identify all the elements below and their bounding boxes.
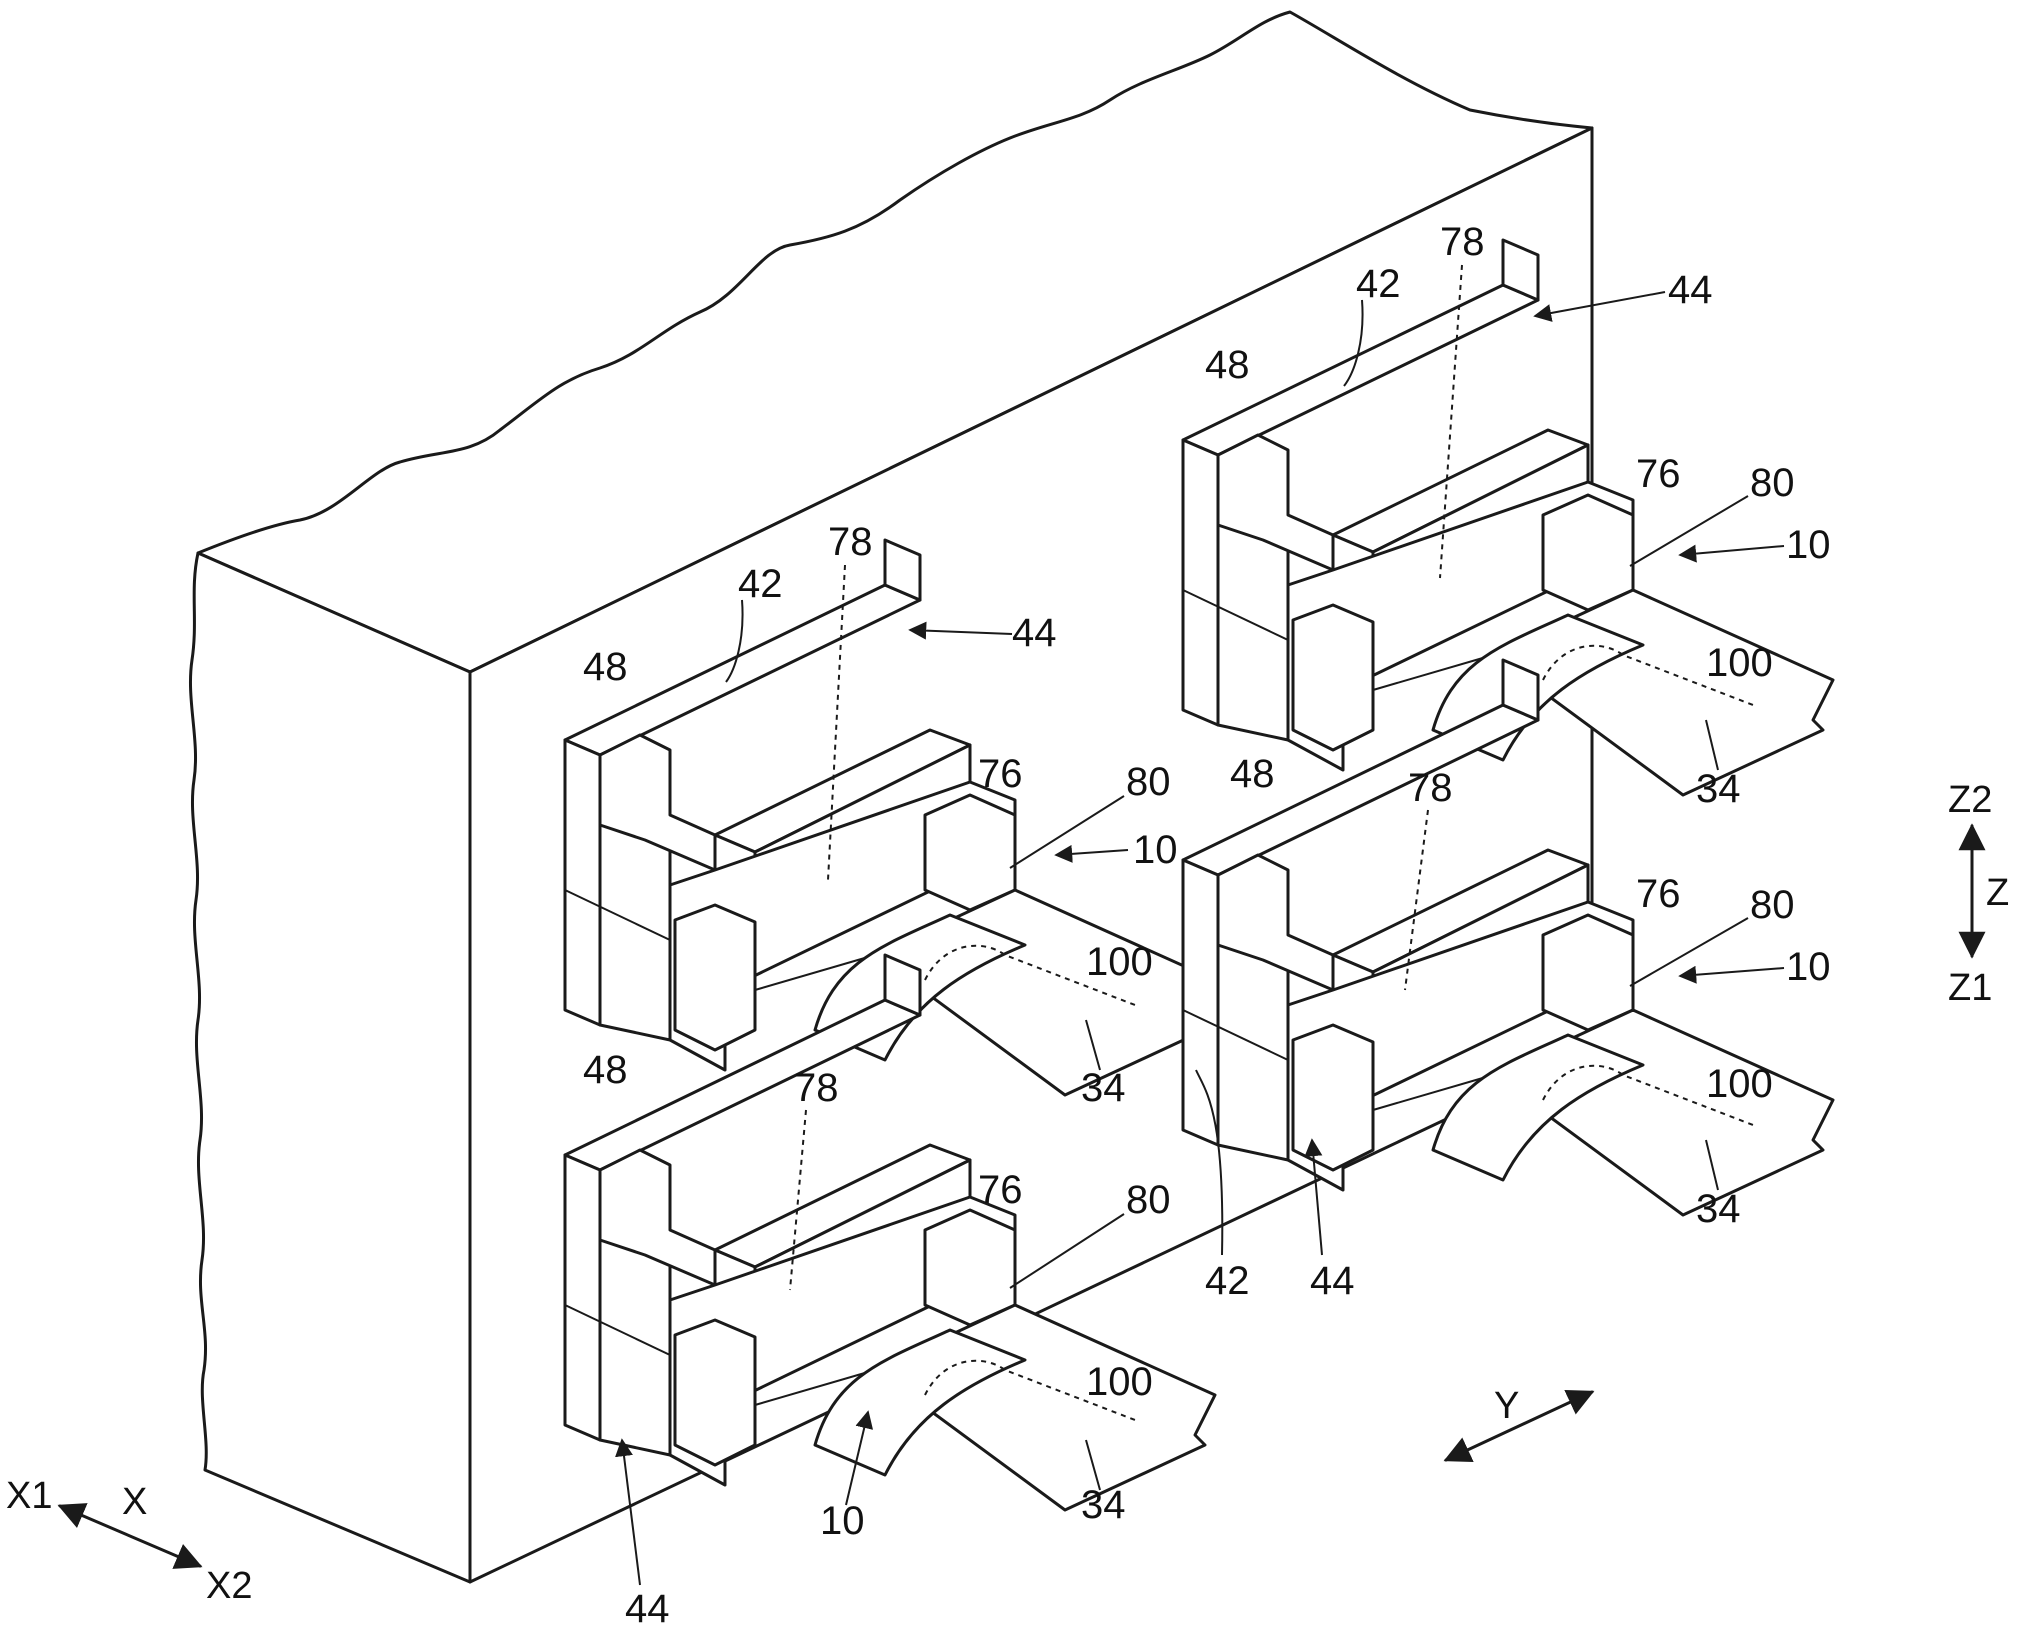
label-holder: 48 bbox=[583, 645, 628, 689]
label-cable: 34 bbox=[1696, 1187, 1741, 1231]
label-block: 76 bbox=[978, 752, 1023, 796]
label-marker: 100 bbox=[1706, 1062, 1773, 1106]
block-76 bbox=[1543, 915, 1633, 1030]
label-cap: 80 bbox=[1750, 883, 1795, 927]
holder-side-face bbox=[565, 740, 600, 1025]
panel-left-face bbox=[190, 553, 470, 1582]
inner-slot-block bbox=[1293, 1025, 1373, 1170]
label-tip: 78 bbox=[794, 1066, 839, 1110]
label-tip: 78 bbox=[1408, 766, 1453, 810]
label-connector: 10 bbox=[1786, 945, 1831, 989]
label-holder: 48 bbox=[583, 1048, 628, 1092]
axis-z-name-label: Z bbox=[1986, 872, 2009, 914]
axis-x-neg-label: X2 bbox=[206, 1565, 252, 1607]
label-block: 76 bbox=[1636, 872, 1681, 916]
axis-y-name-label: Y bbox=[1494, 1385, 1519, 1427]
label-connector: 10 bbox=[1786, 523, 1831, 567]
holder-side-face bbox=[565, 1155, 600, 1440]
label-marker: 100 bbox=[1086, 1360, 1153, 1404]
label-holder: 48 bbox=[1205, 343, 1250, 387]
axis-x-pos-label: X1 bbox=[6, 1475, 52, 1517]
label-cap: 80 bbox=[1750, 461, 1795, 505]
label-slot: 42 bbox=[738, 562, 783, 606]
label-marker: 100 bbox=[1086, 940, 1153, 984]
label-slot: 42 bbox=[1205, 1259, 1250, 1303]
label-cap: 80 bbox=[1126, 760, 1171, 804]
label-housing: 44 bbox=[1668, 268, 1713, 312]
block-76 bbox=[925, 795, 1015, 910]
label-slot: 42 bbox=[1356, 262, 1401, 306]
holder-side-face bbox=[1183, 440, 1218, 725]
axis-z-indicator: Z2 Z Z1 bbox=[1948, 779, 2009, 1009]
label-housing: 44 bbox=[1310, 1259, 1355, 1303]
axis-y-indicator: Y bbox=[1446, 1385, 1592, 1460]
holder-side-face bbox=[1183, 860, 1218, 1145]
label-block: 76 bbox=[1636, 452, 1681, 496]
label-housing: 44 bbox=[625, 1587, 670, 1629]
label-cable: 34 bbox=[1081, 1066, 1126, 1110]
axis-z-up-label: Z2 bbox=[1948, 779, 1992, 821]
axis-x-name-label: X bbox=[122, 1481, 147, 1523]
label-marker: 100 bbox=[1706, 641, 1773, 685]
label-tip: 78 bbox=[1440, 220, 1485, 264]
axis-x-indicator: X1 X X2 bbox=[6, 1475, 252, 1607]
label-housing: 44 bbox=[1012, 611, 1057, 655]
label-block: 76 bbox=[978, 1168, 1023, 1212]
label-cap: 80 bbox=[1126, 1178, 1171, 1222]
label-cable: 34 bbox=[1696, 767, 1741, 811]
label-tip: 78 bbox=[828, 520, 873, 564]
label-connector: 10 bbox=[1133, 828, 1178, 872]
block-76 bbox=[1543, 495, 1633, 610]
inner-slot-block bbox=[675, 905, 755, 1050]
label-holder: 48 bbox=[1230, 752, 1275, 796]
axis-z-down-label: Z1 bbox=[1948, 967, 1992, 1009]
inner-slot-block bbox=[1293, 605, 1373, 750]
label-cable: 34 bbox=[1081, 1483, 1126, 1527]
inner-slot-block bbox=[675, 1320, 755, 1465]
block-76 bbox=[925, 1210, 1015, 1325]
label-connector: 10 bbox=[820, 1499, 865, 1543]
